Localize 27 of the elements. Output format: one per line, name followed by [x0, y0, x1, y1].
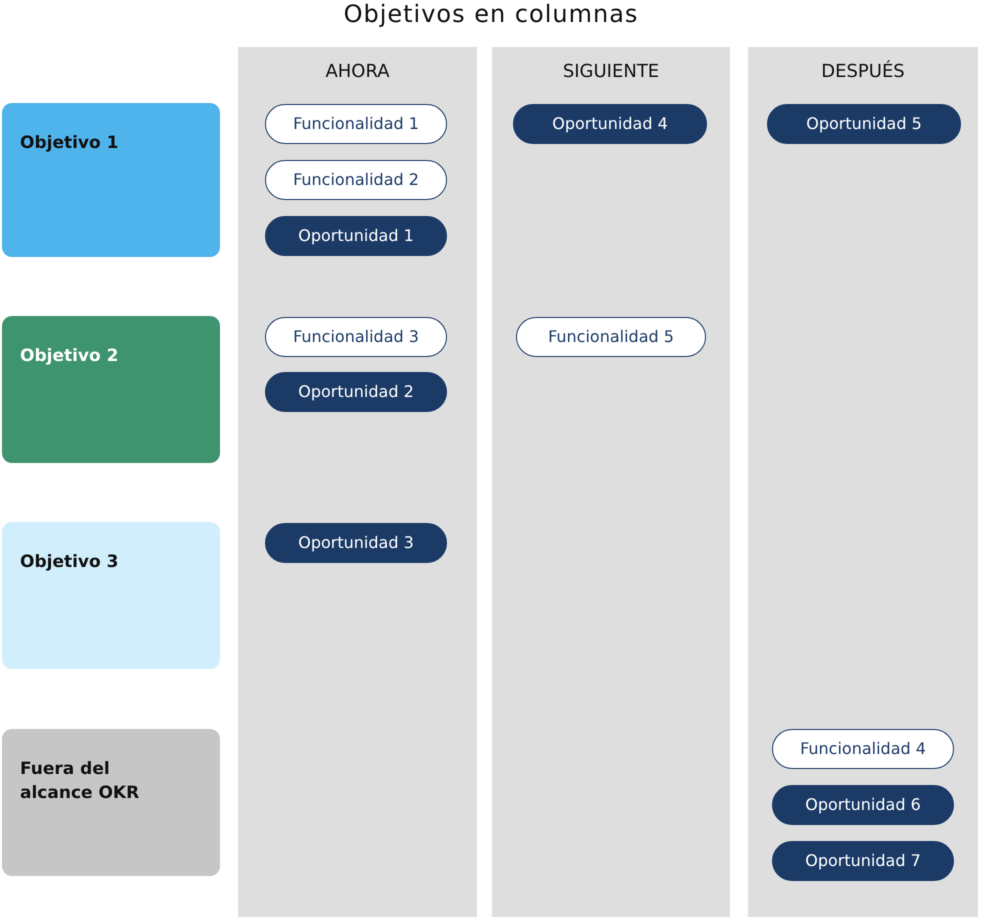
opportunity-tag: Oportunidad 4	[513, 104, 707, 144]
column-heading: DESPUÉS	[820, 61, 906, 82]
feature-tag: Funcionalidad 5	[516, 317, 706, 357]
opportunity-tag: Oportunidad 3	[265, 523, 447, 563]
column-panel	[748, 47, 978, 917]
objective-card	[2, 103, 220, 257]
opportunity-tag: Oportunidad 1	[265, 216, 447, 256]
objective-title: Objetivo 3	[20, 551, 120, 574]
objective-card	[2, 522, 220, 669]
opportunity-tag: Oportunidad 5	[767, 104, 961, 144]
feature-tag: Funcionalidad 4	[772, 729, 954, 769]
objective-title: Fuera del alcance OKR	[20, 758, 140, 805]
feature-tag: Funcionalidad 1	[265, 104, 447, 144]
objective-card	[2, 729, 220, 876]
column-heading: AHORA	[324, 61, 391, 82]
opportunity-tag: Oportunidad 6	[772, 785, 954, 825]
column-heading: SIGUIENTE	[562, 61, 660, 82]
feature-tag: Funcionalidad 2	[265, 160, 447, 200]
diagram-title: Objetivos en columnas	[342, 0, 640, 28]
objective-title: Objetivo 1	[20, 132, 120, 155]
opportunity-tag: Oportunidad 7	[772, 841, 954, 881]
column-panel	[238, 47, 477, 917]
objective-title: Objetivo 2	[20, 345, 120, 368]
opportunity-tag: Oportunidad 2	[265, 372, 447, 412]
column-panel	[492, 47, 730, 917]
objective-card	[2, 316, 220, 463]
feature-tag: Funcionalidad 3	[265, 317, 447, 357]
